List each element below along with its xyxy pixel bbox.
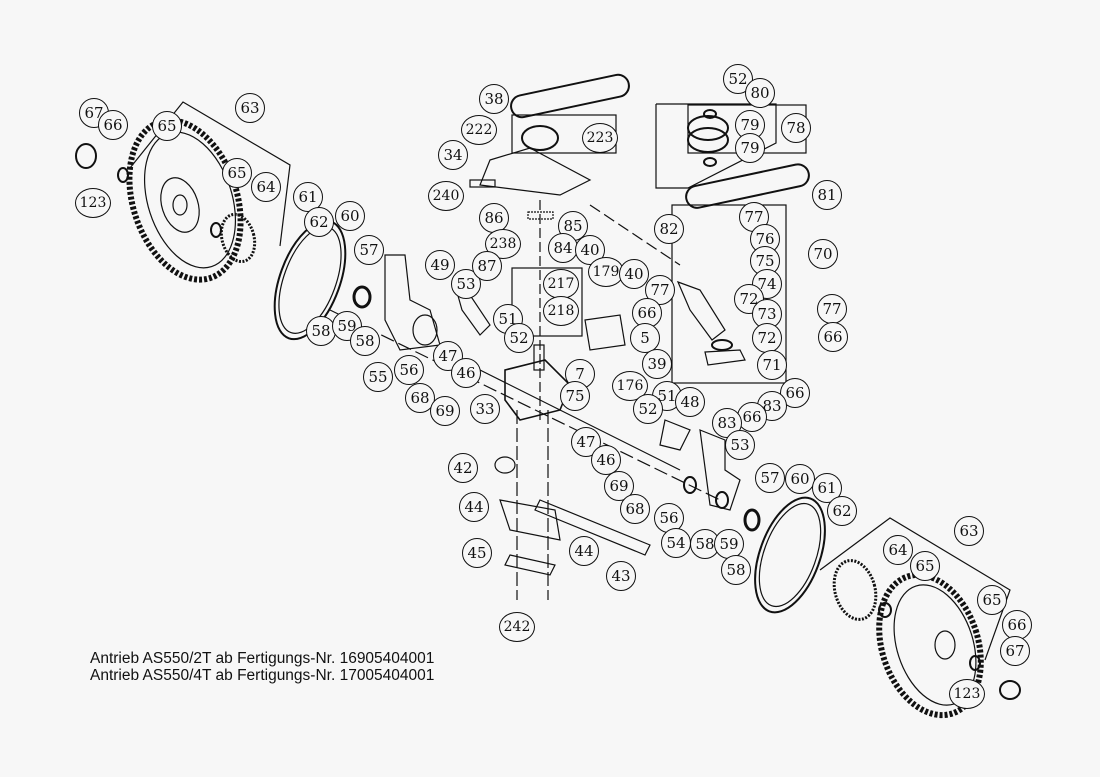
part-callout: 79: [735, 133, 765, 163]
part-callout: 65: [910, 551, 940, 581]
part-callout: 52: [723, 64, 753, 94]
part-callout: 53: [451, 269, 481, 299]
part-callout: 45: [462, 538, 492, 568]
part-callout: 58: [721, 555, 751, 585]
part-callout: 63: [235, 93, 265, 123]
part-callout: 42: [448, 453, 478, 483]
part-callout: 61: [293, 182, 323, 212]
part-callout: 66: [818, 322, 848, 352]
part-callout: 64: [883, 535, 913, 565]
part-callout: 65: [152, 111, 182, 141]
part-callout: 69: [430, 396, 460, 426]
mounting-bracket: [499, 499, 561, 541]
part-callout: 58: [350, 326, 380, 356]
part-callout: 65: [222, 158, 252, 188]
part-callout: 43: [606, 561, 636, 591]
part-callout: 46: [451, 358, 481, 388]
axle-tube: [534, 499, 651, 556]
part-callout: 52: [504, 323, 534, 353]
part-callout: 66: [1002, 610, 1032, 640]
part-callout: 53: [725, 430, 755, 460]
part-callout: 64: [251, 172, 281, 202]
caption-line-2: Antrieb AS550/4T ab Fertigungs-Nr. 17005…: [90, 667, 435, 684]
part-callout: 39: [642, 349, 672, 379]
part-callout: 242: [499, 612, 535, 642]
part-callout: 46: [591, 445, 621, 475]
part-callout: 58: [306, 316, 336, 346]
part-callout: 55: [363, 362, 393, 392]
part-callout: 71: [757, 350, 787, 380]
part-callout: 87: [472, 251, 502, 281]
part-callout: 62: [304, 207, 334, 237]
part-callout: 72: [752, 323, 782, 353]
part-callout: 44: [569, 536, 599, 566]
belt-81: [685, 163, 810, 209]
part-callout: 67: [1000, 636, 1030, 666]
part-callout: 49: [425, 250, 455, 280]
part-callout: 222: [461, 115, 497, 145]
part-callout: 123: [75, 188, 111, 218]
part-callout: 66: [737, 402, 767, 432]
part-callout: 59: [714, 529, 744, 559]
part-callout: 60: [785, 464, 815, 494]
part-callout: 60: [335, 201, 365, 231]
part-callout: 84: [548, 233, 578, 263]
part-callout: 68: [620, 494, 650, 524]
belt-38: [510, 73, 630, 119]
part-callout: 78: [781, 113, 811, 143]
part-callout: 179: [588, 257, 624, 287]
part-callout: 38: [479, 84, 509, 114]
left-brake-bracket: [384, 254, 441, 351]
part-callout: 54: [661, 528, 691, 558]
part-callout: 240: [428, 181, 464, 211]
part-callout: 56: [394, 355, 424, 385]
part-callout: 217: [543, 269, 579, 299]
caption-line-1: Antrieb AS550/2T ab Fertigungs-Nr. 16905…: [90, 650, 435, 667]
part-callout: 80: [745, 78, 775, 108]
part-callout: 70: [808, 239, 838, 269]
part-callout: 62: [827, 496, 857, 526]
part-callout: 77: [739, 202, 769, 232]
part-callout: 66: [98, 110, 128, 140]
part-callout: 63: [954, 516, 984, 546]
part-callout: 82: [654, 214, 684, 244]
part-callout: 57: [755, 463, 785, 493]
part-callout: 223: [582, 123, 618, 153]
part-callout: 52: [633, 394, 663, 424]
gearbox: [504, 344, 571, 421]
part-callout: 33: [470, 394, 500, 424]
part-callout: 83: [712, 408, 742, 438]
part-callout: 75: [560, 381, 590, 411]
part-callout: 123: [949, 679, 985, 709]
part-callout: 48: [675, 387, 705, 417]
part-callout: 34: [438, 140, 468, 170]
part-callout: 5: [630, 323, 660, 353]
part-callout: 57: [354, 235, 384, 265]
part-callout: 44: [459, 492, 489, 522]
cover-plate: [479, 147, 592, 196]
part-callout: 77: [817, 294, 847, 324]
part-callout: 81: [812, 180, 842, 210]
part-callout: 40: [619, 259, 649, 289]
part-callout: 218: [543, 296, 579, 326]
part-callout: 86: [479, 203, 509, 233]
part-callout: 65: [977, 585, 1007, 615]
